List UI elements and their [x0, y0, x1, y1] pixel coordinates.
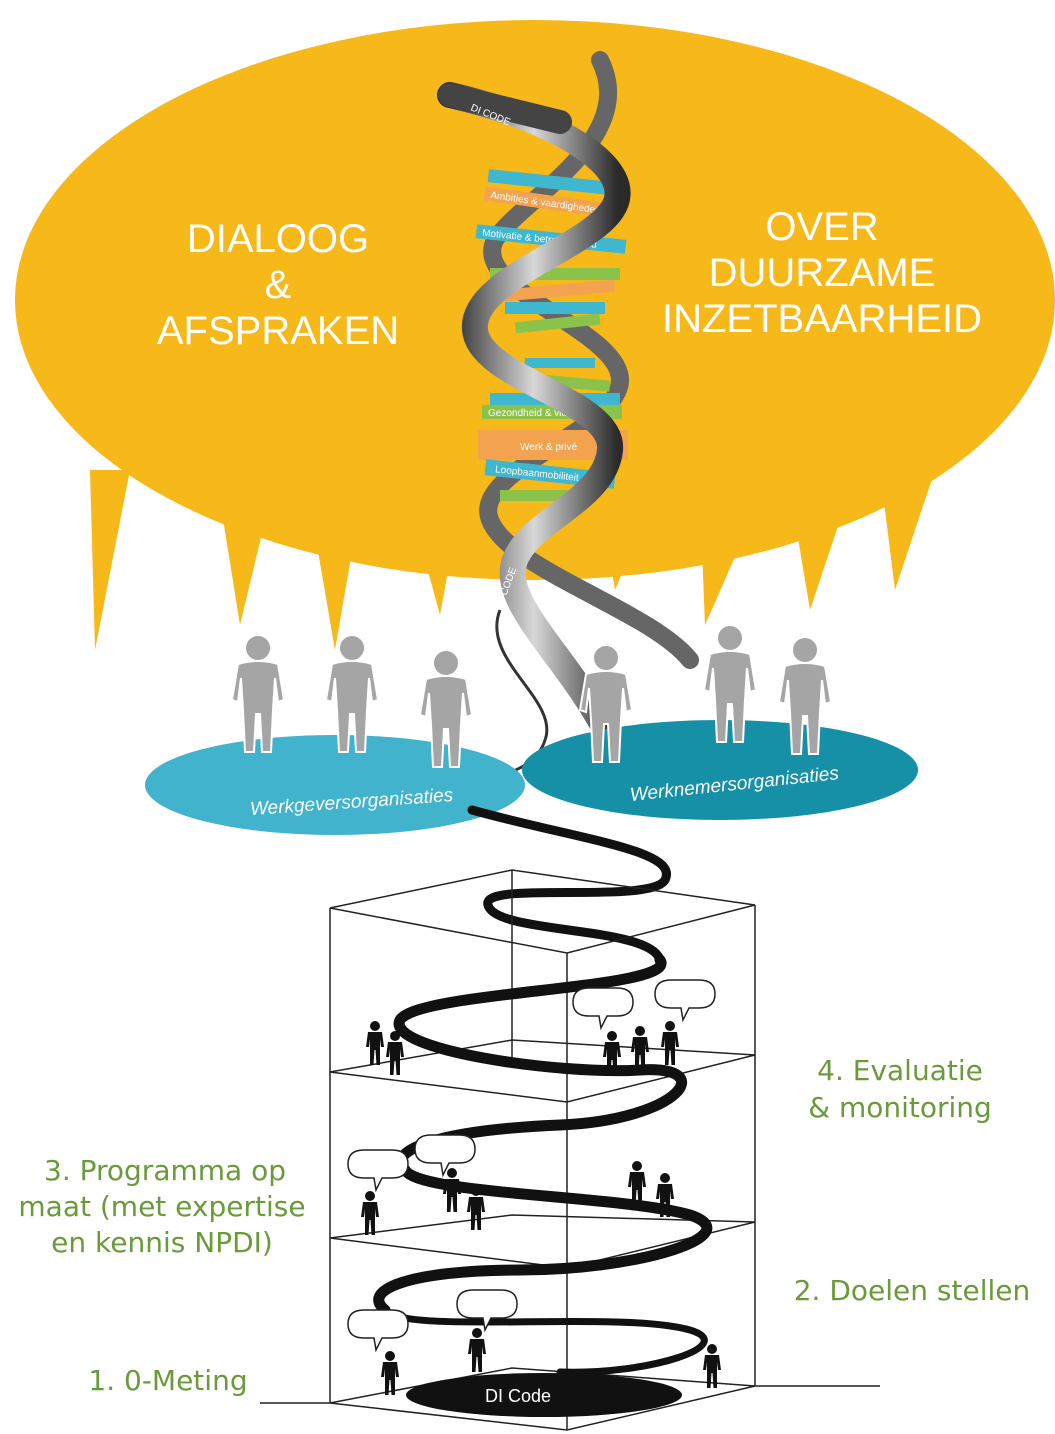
- speech-bubble-icon: [572, 987, 634, 1029]
- heading-line-6: INZETBAARHEID: [662, 297, 982, 341]
- heading-line-2: &: [265, 263, 292, 307]
- building-box: [260, 869, 880, 1431]
- dialogue-heading: DIALOOG & AFSPRAKEN: [157, 217, 399, 353]
- heading-line-4: OVER: [765, 205, 878, 249]
- speech-bubble-icon: [414, 1134, 476, 1176]
- person-icon: [468, 1328, 486, 1372]
- heading-line-5: DUURZAME: [709, 251, 936, 295]
- person-icon: [381, 1351, 399, 1395]
- spiral-coils: [373, 954, 713, 1376]
- person-icon: [361, 1191, 379, 1235]
- step4-line-2: & monitoring: [808, 1091, 992, 1124]
- step4-line-1: 4. Evaluatie: [817, 1054, 983, 1087]
- speech-bubble-icon: [654, 979, 716, 1021]
- person-icon: [631, 1026, 649, 1070]
- person-icon: [703, 1344, 721, 1388]
- speech-bubble-icon: [347, 1309, 409, 1351]
- band-label-work-life: Werk & privé: [520, 442, 577, 453]
- employer-organisations: Werkgeversorganisaties: [145, 735, 525, 835]
- dna-helix: Ambities & vaardigheden Motivatie & betr…: [437, 51, 699, 811]
- person-icon: [231, 634, 285, 753]
- di-code-label: DI Code: [485, 1386, 551, 1406]
- person-icon: [443, 1168, 461, 1212]
- person-icon: [628, 1161, 646, 1205]
- speech-bubble-icon: [347, 1149, 409, 1191]
- band-ambitions: [483, 186, 625, 220]
- step2-label: 2. Doelen stellen: [794, 1274, 1031, 1307]
- person-icon: [325, 634, 379, 753]
- person-icon: [386, 1031, 404, 1075]
- step3-line-1: 3. Programma op: [44, 1154, 286, 1187]
- spiral-line: [467, 805, 671, 965]
- di-code-base: DI Code: [406, 1373, 682, 1417]
- band-label-health: Gezondheid & vitaliteit: [488, 408, 588, 419]
- step1-label: 1. 0-Meting: [88, 1364, 247, 1397]
- step3-line-2: maat (met expertise: [18, 1190, 305, 1223]
- heading-line-3: AFSPRAKEN: [157, 309, 399, 353]
- step3-line-3: en kennis NPDI): [51, 1226, 273, 1259]
- step-labels: 4. Evaluatie & monitoring 3. Programma o…: [18, 1054, 1030, 1397]
- person-icon: [661, 1021, 679, 1065]
- employee-organisations: Werknemersorganisaties: [522, 720, 918, 820]
- sustainable-heading: OVER DUURZAME INZETBAARHEID: [662, 205, 982, 341]
- person-icon: [366, 1021, 384, 1065]
- heading-line-1: DIALOOG: [187, 217, 369, 261]
